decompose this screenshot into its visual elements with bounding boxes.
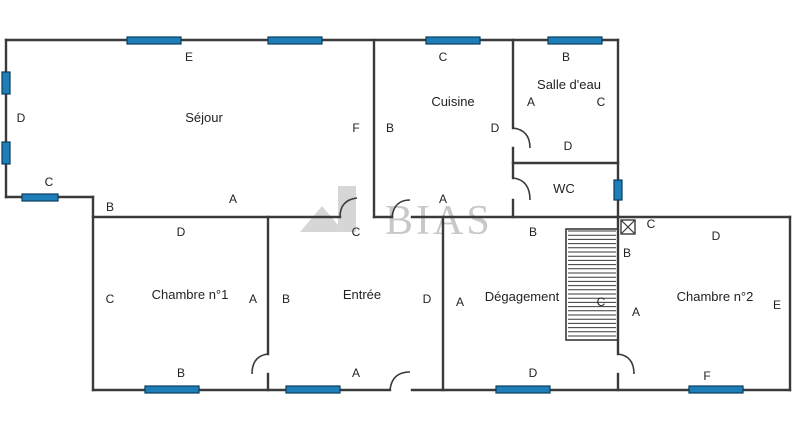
watermark-tower-icon (338, 186, 356, 232)
door-sejour (339, 197, 358, 218)
door-chambre2 (617, 353, 635, 375)
room-name-wc: WC (553, 181, 575, 196)
room-name-entree: Entrée (343, 287, 381, 302)
room-names: Séjour Cuisine Salle d'eau WC Chambre n°… (152, 77, 754, 304)
wall-letter-cuisine-b: B (386, 121, 394, 135)
duct-box (620, 219, 636, 235)
window-chambre1 (144, 385, 200, 394)
room-name-salle-deau: Salle d'eau (537, 77, 601, 92)
window-sejour-left-2 (1, 141, 11, 165)
door-entree (389, 371, 411, 391)
wall-letters: E D C B A F C B D A B A C D D C A B C B … (17, 50, 781, 383)
watermark-text: BIAS (385, 198, 493, 244)
window-sejour-1 (126, 36, 182, 45)
window-entree (285, 385, 341, 394)
window-sejour-2 (267, 36, 323, 45)
wall-letter-deg-a: A (456, 295, 464, 309)
wall-letter-sejour-c: C (45, 175, 54, 189)
window-salle-deau (547, 36, 603, 45)
wall-letter-sejour-f: F (352, 121, 359, 135)
door-salle-deau (512, 127, 531, 149)
wall-letter-ch1-d: D (177, 225, 186, 239)
wall-letter-cuisine-a: A (439, 192, 447, 206)
staircase-steps (568, 230, 616, 337)
wall-letter-ch2-b: B (623, 246, 631, 260)
wall-letter-sejour-b: B (106, 200, 114, 214)
wall-letter-deg-b: B (529, 225, 537, 239)
wall-letter-salle-b: B (562, 50, 570, 64)
wall-letter-sejour-a: A (229, 192, 237, 206)
wall-letter-salle-c: C (597, 95, 606, 109)
room-name-chambre2: Chambre n°2 (677, 289, 754, 304)
watermark: BIAS (300, 186, 493, 244)
door-wc (512, 177, 531, 201)
door-cuisine (391, 199, 411, 218)
window-sejour-step (21, 193, 59, 202)
duct-box-cross-2 (620, 219, 636, 235)
wall-letter-ch2-e: E (773, 298, 781, 312)
wall-letter-salle-a: A (527, 95, 535, 109)
window-degagement (495, 385, 551, 394)
window-sejour-left-1 (1, 71, 11, 95)
wall-letter-entree-b: B (282, 292, 290, 306)
window-chambre2 (688, 385, 744, 394)
wall-letter-ch2-f: F (703, 369, 710, 383)
room-name-cuisine: Cuisine (431, 94, 474, 109)
wall-letter-deg-d: D (529, 366, 538, 380)
wall-letter-ch2-d: D (712, 229, 721, 243)
wall-letter-cuisine-d: D (491, 121, 500, 135)
wall-letter-ch1-c: C (106, 292, 115, 306)
wall-letter-ch1-b: B (177, 366, 185, 380)
windows (1, 36, 744, 394)
wall-letter-entree-c: C (352, 225, 361, 239)
room-name-degagement: Dégagement (485, 289, 560, 304)
wall-letter-ch1-a: A (249, 292, 257, 306)
wall-letter-cuisine-c: C (439, 50, 448, 64)
room-name-chambre1: Chambre n°1 (152, 287, 229, 302)
wall-letter-sejour-d: D (17, 111, 26, 125)
wall-letter-deg-c: C (597, 295, 606, 309)
wall-letter-entree-d: D (423, 292, 432, 306)
wall-letter-sejour-e: E (185, 50, 193, 64)
wall-letter-salle-d: D (564, 139, 573, 153)
doors (251, 127, 635, 391)
wall-letter-ch2-c: C (647, 217, 656, 231)
door-chambre1 (251, 353, 269, 375)
room-name-sejour: Séjour (185, 110, 223, 125)
window-cuisine (425, 36, 481, 45)
staircase-outline (565, 228, 619, 341)
window-wc (613, 179, 623, 201)
wall-letter-entree-a: A (352, 366, 360, 380)
watermark-house-icon (300, 206, 344, 232)
wall-letter-ch2-a: A (632, 305, 640, 319)
duct-box-outline (620, 219, 636, 235)
staircase (565, 228, 619, 341)
